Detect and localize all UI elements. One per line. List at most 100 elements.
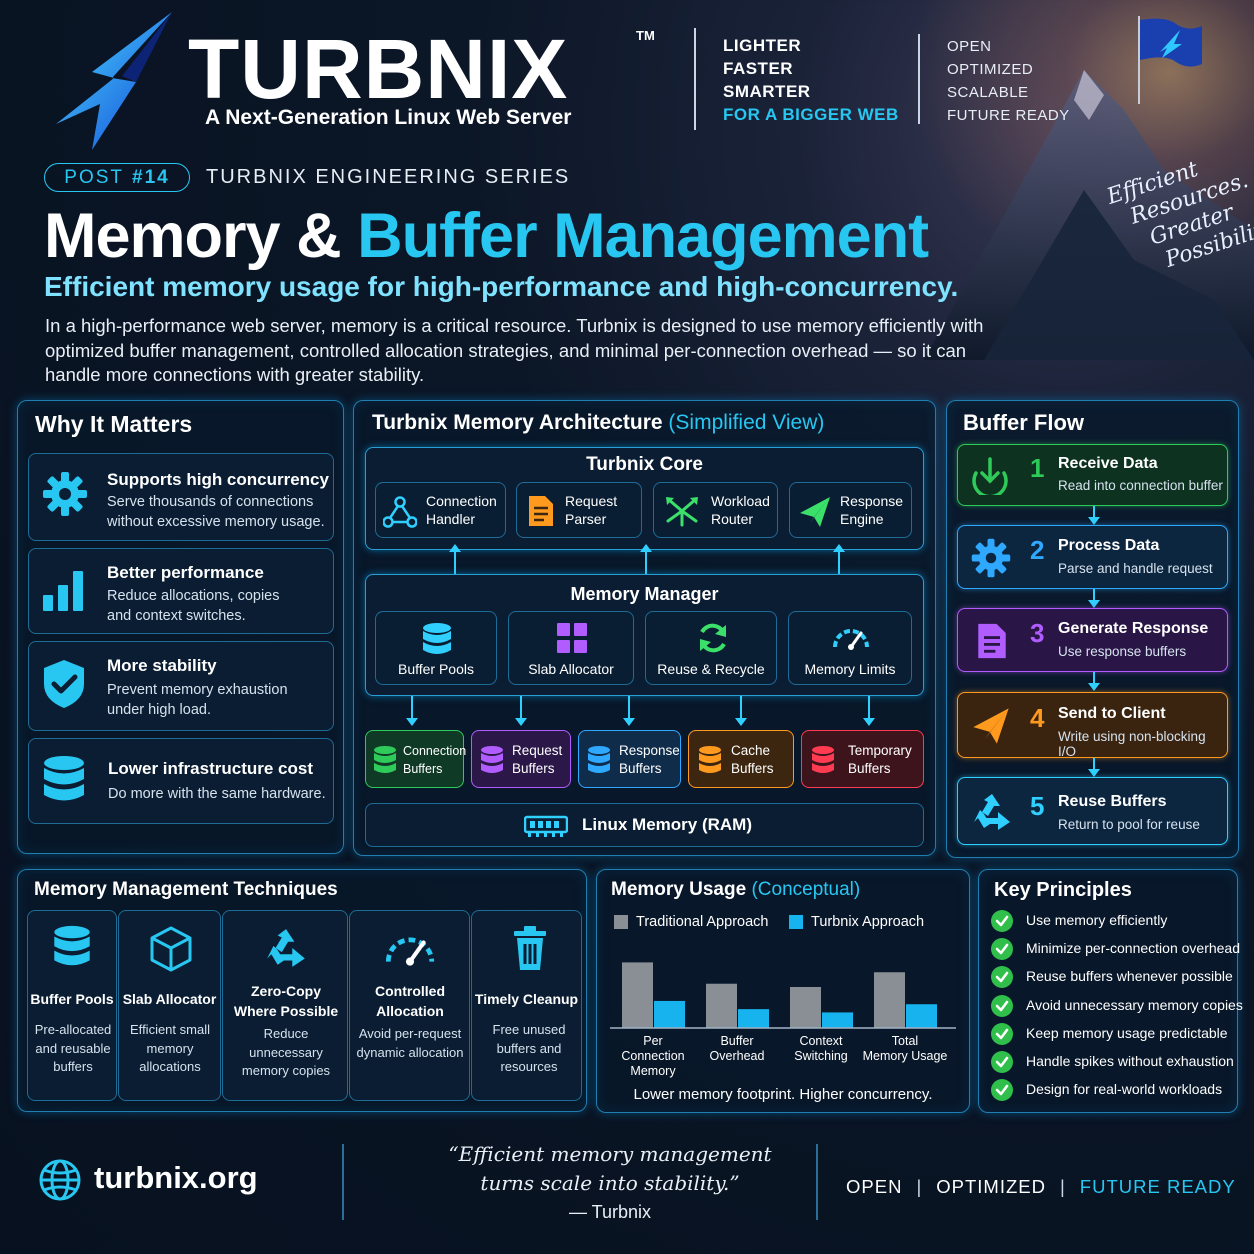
- technique-item: Zero-Copy Where Possible Reduce unnecess…: [222, 910, 348, 1101]
- technique-title: Buffer Pools: [30, 991, 114, 1007]
- header-divider: [694, 28, 696, 130]
- database-icon: [372, 745, 398, 775]
- paper-plane-icon: [970, 706, 1012, 746]
- why-item-title: More stability: [107, 656, 217, 675]
- flow-step-desc: Use response buffers: [1058, 644, 1187, 659]
- flow-step-number: 2: [1030, 535, 1045, 565]
- brand-pitch: LIGHTER FASTER SMARTER FOR A BIGGER WEB: [723, 36, 899, 124]
- principle-item: Keep memory usage predictable: [1026, 1024, 1228, 1041]
- brand-trademark: TM: [636, 28, 655, 43]
- buffer-label: Request Buffers: [512, 743, 563, 776]
- buffer-box: Request Buffers: [471, 730, 571, 788]
- bar-traditional: [874, 972, 905, 1028]
- globe-icon: [38, 1158, 82, 1202]
- page-subtitle: Efficient memory usage for high-performa…: [44, 271, 959, 302]
- header-divider: [918, 34, 920, 124]
- flow-step: 5 Reuse Buffers Return to pool for reuse: [957, 777, 1228, 845]
- flow-step-desc: Return to pool for reuse: [1058, 817, 1200, 832]
- database-icon: [51, 925, 93, 971]
- core-item-label: Workload Router: [711, 493, 770, 527]
- technique-title: Zero-Copy Where Possible: [233, 983, 339, 1019]
- recycle-icon: [263, 927, 309, 969]
- mm-item-label: Buffer Pools: [397, 661, 474, 677]
- footer-quote: “Efficient memory management turns scale…: [448, 1142, 772, 1222]
- flow-step-desc: Write using non-blocking I/O: [1058, 729, 1206, 759]
- technique-item: Timely Cleanup Free unused buffers and r…: [471, 910, 582, 1101]
- footer-tags: OPEN | OPTIMIZED | FUTURE READY: [846, 1176, 1236, 1197]
- post-badge: POST #14: [44, 163, 190, 192]
- recycle-icon: [970, 792, 1014, 832]
- memory-manager-title: Memory Manager: [570, 584, 719, 604]
- technique-item: Slab Allocator Efficient small memory al…: [118, 910, 221, 1101]
- site-link[interactable]: turbnix.org: [94, 1160, 258, 1195]
- gauge-icon: [831, 623, 871, 651]
- principle-item: Design for real-world workloads: [1026, 1081, 1223, 1098]
- turbnix-logo-icon: [52, 12, 182, 152]
- bar-turbnix: [654, 1000, 685, 1028]
- flow-step-desc: Read into connection buffer: [1058, 478, 1223, 493]
- principle-item: Avoid unnecessary memory copies: [1026, 996, 1243, 1013]
- shield-check-icon: [41, 658, 87, 710]
- bar-chart-icon: [41, 567, 87, 613]
- principle-item: Minimize per-connection overhead: [1026, 940, 1240, 957]
- arrow-down: [515, 696, 527, 726]
- arrow-down: [1088, 589, 1100, 608]
- gear-icon: [970, 537, 1012, 579]
- gear-icon: [41, 470, 89, 518]
- document-icon: [976, 621, 1008, 661]
- why-item-desc: Do more with the same hardware.: [108, 786, 326, 802]
- document-icon: [527, 494, 555, 528]
- buffer-flow-title: Buffer Flow: [963, 410, 1084, 435]
- techniques-title: Memory Management Techniques: [34, 879, 338, 900]
- check-icon: [991, 994, 1013, 1017]
- brand-tagline: A Next-Generation Linux Web Server: [205, 106, 572, 129]
- principles-title: Key Principles: [994, 879, 1132, 901]
- buffer-label: Response Buffers: [619, 743, 680, 776]
- technique-desc: Efficient small memory allocations: [130, 1022, 210, 1074]
- core-item: Connection Handler: [375, 482, 506, 538]
- bar-traditional: [622, 962, 653, 1028]
- buffer-box: Response Buffers: [578, 730, 681, 788]
- why-title: Why It Matters: [35, 411, 193, 437]
- technique-desc: Reduce unnecessary memory copies: [241, 1026, 331, 1078]
- flow-step-number: 1: [1030, 453, 1045, 483]
- core-item-label: Response Engine: [840, 493, 904, 527]
- memory-usage-footer: Lower memory footprint. Higher concurren…: [633, 1086, 933, 1103]
- buffer-label: Cache Buffers: [731, 743, 774, 776]
- arrow-up: [449, 544, 461, 574]
- flow-step: 3 Generate Response Use response buffers: [957, 608, 1228, 672]
- series-label: TURBNIX ENGINEERING SERIES: [206, 166, 571, 188]
- legend-traditional: Traditional Approach: [614, 914, 768, 930]
- database-icon: [421, 622, 453, 656]
- technique-title: Controlled Allocation: [375, 983, 445, 1019]
- why-item: Lower infrastructure cost Do more with t…: [28, 738, 334, 824]
- brand-values: OPEN OPTIMIZED SCALABLE FUTURE READY: [947, 38, 1070, 124]
- why-item-desc: Reduce allocations, copies and context s…: [107, 588, 280, 624]
- check-icon: [991, 910, 1013, 932]
- memory-usage-panel: Memory Usage (Conceptual): [596, 869, 970, 1113]
- arrow-up: [640, 544, 652, 574]
- mm-item: Buffer Pools: [375, 611, 497, 685]
- grid-icon: [556, 622, 588, 654]
- linux-ram: Linux Memory (RAM): [365, 803, 924, 847]
- core-item: Request Parser: [516, 482, 642, 538]
- buffer-box: Connection Buffers: [365, 730, 466, 788]
- check-icon: [991, 966, 1013, 989]
- bar-turbnix: [906, 1004, 937, 1028]
- technique-item: Controlled Allocation Avoid per-request …: [349, 910, 470, 1101]
- flow-step: 2 Process Data Parse and handle request: [957, 525, 1228, 589]
- footer-divider: [816, 1144, 818, 1220]
- why-item-desc: Serve thousands of connections without e…: [107, 494, 325, 530]
- flow-step-desc: Parse and handle request: [1058, 561, 1213, 576]
- technique-desc: Free unused buffers and resources: [492, 1022, 566, 1074]
- why-item: Better performance Reduce allocations, c…: [28, 548, 334, 634]
- core-item-label: Connection Handler: [426, 493, 497, 527]
- network-icon: [383, 496, 417, 528]
- flow-step-title: Generate Response: [1058, 620, 1209, 637]
- why-item-desc: Prevent memory exhaustion under high loa…: [107, 682, 288, 718]
- refresh-icon: [696, 621, 730, 655]
- brand-name: TURBNIX: [188, 22, 569, 116]
- flag-icon: [1136, 16, 1206, 106]
